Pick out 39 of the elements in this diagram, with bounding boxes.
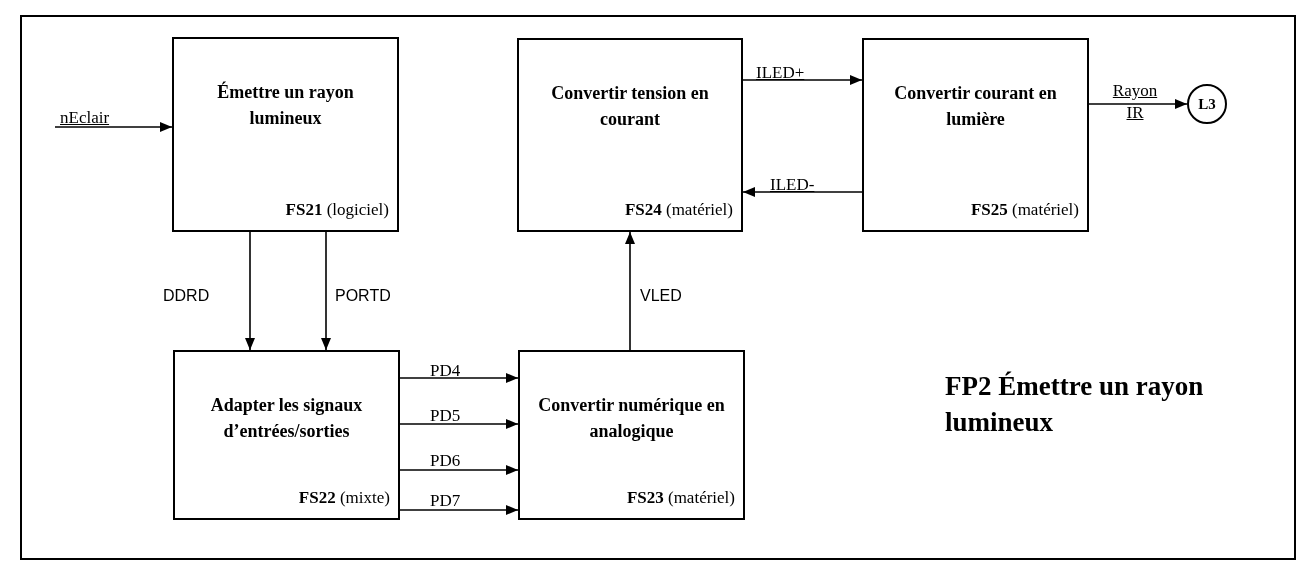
- function-code: FS24 (matériel): [624, 198, 733, 221]
- function-box: [173, 350, 400, 520]
- edge-label: PORTD: [335, 286, 391, 306]
- edge-label: PD4: [430, 360, 461, 382]
- function-box: [862, 38, 1089, 232]
- arrow: [54, 122, 173, 132]
- function-title: Émettre un rayon lumineux: [216, 80, 355, 130]
- arrow: [1088, 99, 1188, 109]
- arrow: [625, 231, 635, 351]
- function-code: FS25 (matériel): [970, 198, 1079, 221]
- function-code: FS21 (logiciel): [285, 198, 389, 221]
- edge-label: PD6: [430, 450, 461, 472]
- diagram-title: FP2 Émettre un rayon lumineux: [945, 370, 1205, 439]
- function-box: [172, 37, 399, 232]
- edge-label: PD7: [430, 490, 461, 512]
- edge-label: Rayon IR: [1111, 80, 1159, 124]
- arrow: [742, 75, 863, 85]
- arrow: [399, 419, 519, 429]
- function-box: [518, 350, 745, 520]
- function-box: [517, 38, 743, 232]
- node-label: L3: [1198, 94, 1216, 114]
- arrow: [399, 465, 519, 475]
- arrow: [321, 231, 331, 351]
- function-code: FS22 (mixte): [298, 486, 390, 509]
- function-code: FS23 (matériel): [626, 486, 735, 509]
- edge-label: DDRD: [163, 286, 210, 306]
- edge-label: ILED-: [770, 174, 815, 196]
- function-title: Adapter les signaux d’entrées/sorties: [209, 394, 364, 443]
- arrow: [399, 373, 519, 383]
- edge-label: nEclair: [60, 107, 110, 129]
- function-title: Convertir tension en courant: [550, 82, 710, 131]
- arrow: [742, 187, 863, 197]
- function-title: Convertir numérique en analogique: [537, 394, 726, 443]
- arrow: [245, 231, 255, 351]
- edge-label: PD5: [430, 405, 461, 427]
- edge-label: ILED+: [756, 62, 805, 84]
- edge-label: VLED: [640, 286, 682, 306]
- function-title: Convertir courant en lumière: [893, 82, 1058, 131]
- arrow: [399, 505, 519, 515]
